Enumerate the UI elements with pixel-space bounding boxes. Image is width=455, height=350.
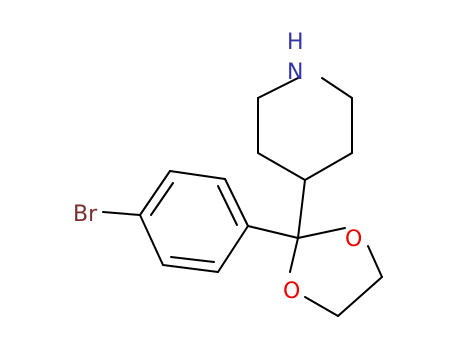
bond-ketal-o-lower xyxy=(289,237,299,273)
bond-ketal-aryl xyxy=(247,225,299,239)
bond-ar6-ar1 xyxy=(217,225,249,273)
double-bond-inner-2 xyxy=(150,182,174,216)
bond-n-c2 xyxy=(257,77,299,99)
br-label: Br xyxy=(73,202,98,227)
atom-labels: H N Br O O xyxy=(73,30,362,304)
double-bond-inner-1 xyxy=(217,185,238,226)
bond-c4-ketal xyxy=(297,179,306,239)
o-upper-label: O xyxy=(345,227,362,252)
bond-ch2-ch2 xyxy=(337,276,383,317)
bond-ar3-ar4 xyxy=(139,170,171,216)
bond-ar5-ar6 xyxy=(162,264,219,273)
bond-c5-c4 xyxy=(304,152,353,181)
o-lower-label: O xyxy=(283,279,300,304)
bond-ar4-br xyxy=(102,211,141,216)
n-label: N xyxy=(287,60,303,85)
bond-n-c6 xyxy=(321,77,353,99)
bond-ar4-ar5 xyxy=(139,214,164,266)
bond-ar1-ar2 xyxy=(224,178,249,227)
bond-c3-c4 xyxy=(257,152,306,181)
bond-ch2-o-lower xyxy=(304,296,339,317)
bond-ketal-o-upper xyxy=(297,227,346,239)
double-bond-inner-3 xyxy=(170,256,215,263)
bond-o-upper-ch2 xyxy=(367,245,383,278)
bonds xyxy=(102,77,383,317)
bond-ar2-ar3 xyxy=(169,170,226,180)
nh-label: H xyxy=(287,30,304,55)
